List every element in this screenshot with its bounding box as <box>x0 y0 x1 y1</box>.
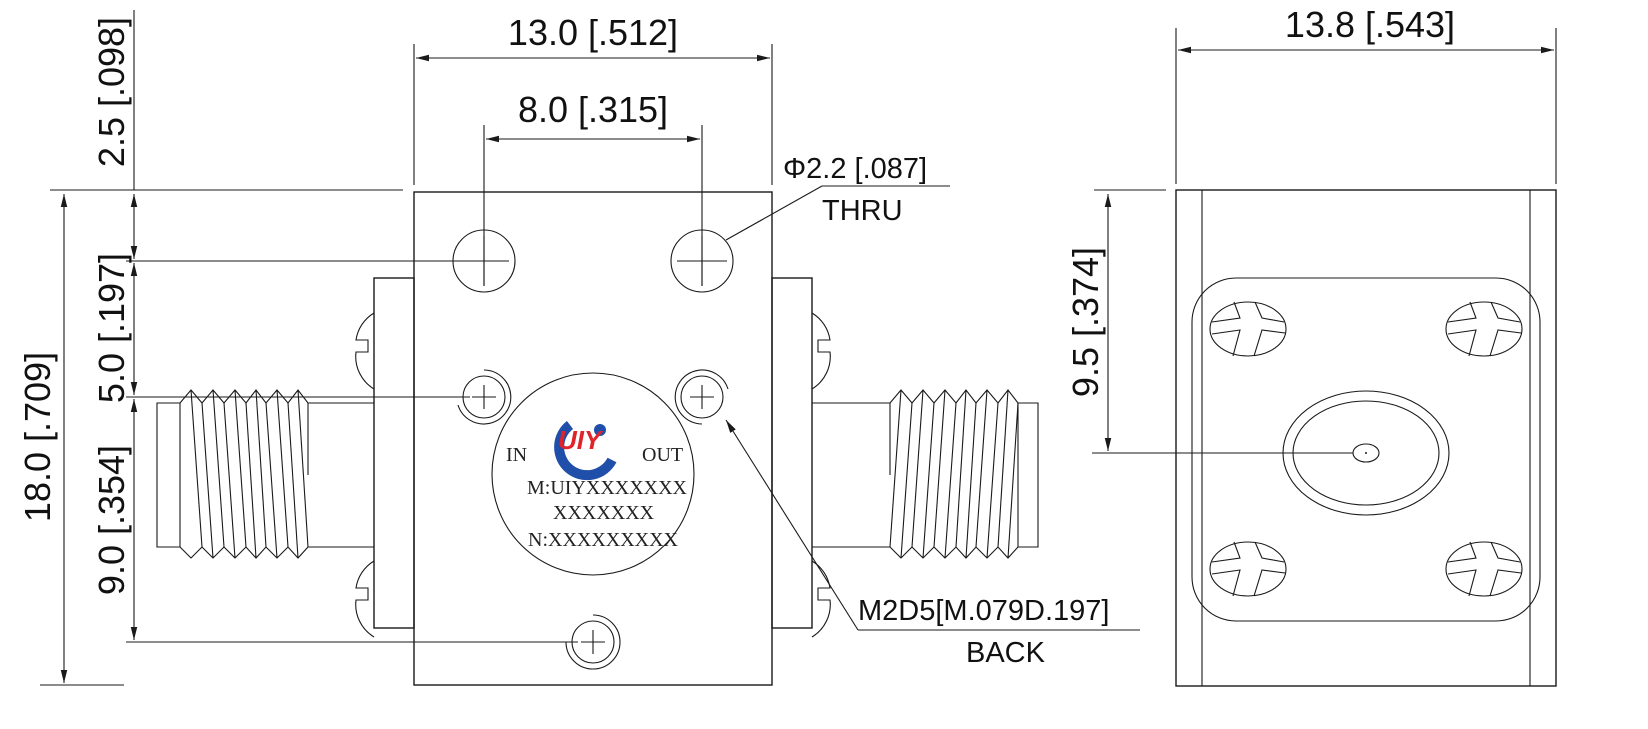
screw-head-left-bottom <box>355 560 375 638</box>
dim-top-offset: 2.5 [.098] <box>91 17 132 167</box>
connector-flange <box>1191 277 1541 622</box>
dim-hole-spacing-vertical: 9.0 [.354] <box>91 445 132 595</box>
dim-connector-height: 9.5 [.374] <box>1065 247 1106 397</box>
label-disc <box>491 372 695 576</box>
port-out-label: OUT <box>642 444 683 466</box>
screw-head-right-bottom <box>811 560 831 638</box>
side-view: 13.8 [.543] 9.5 [.374] <box>1065 4 1557 687</box>
left-flange <box>373 277 415 629</box>
right-sma-connector <box>812 389 1039 559</box>
dim-hole-to-top: 5.0 [.197] <box>91 253 132 403</box>
side-body <box>1175 189 1557 687</box>
uiy-logo: UIY <box>554 421 617 481</box>
left-sma-connector <box>156 389 374 559</box>
screw-head-left-top <box>355 312 375 390</box>
port-in-label: IN <box>506 444 527 466</box>
tapped-hole-bottom <box>565 614 621 670</box>
logo-text: UIY <box>558 425 604 455</box>
callout-thread-spec: M2D5[M.079D.197] <box>858 595 1109 627</box>
front-view: UIY IN OUT M:UIYXXXXXXX XXXXXXX N:XXXXXX… <box>17 10 1140 686</box>
flange-screw-tr <box>1445 301 1523 357</box>
callout-thru-diameter: Φ2.2 [.087] <box>783 153 927 185</box>
flange-screw-tl <box>1209 301 1287 357</box>
model-label-line2: XXXXXXX <box>553 502 655 524</box>
dim-side-width: 13.8 [.543] <box>1285 4 1455 45</box>
serial-label: N:XXXXXXXXX <box>528 529 679 551</box>
screw-head-right-top <box>811 312 831 390</box>
flange-screw-br <box>1445 541 1523 597</box>
dim-top-width: 13.0 [.512] <box>508 12 678 53</box>
callout-thread-note: BACK <box>966 637 1046 669</box>
model-label: M:UIYXXXXXXX <box>527 477 688 499</box>
dim-hole-spacing: 8.0 [.315] <box>518 89 668 130</box>
dim-total-height: 18.0 [.709] <box>17 352 58 522</box>
callout-thru-note: THRU <box>822 195 903 227</box>
flange-screw-bl <box>1209 541 1287 597</box>
tapped-hole-right <box>674 369 729 425</box>
right-flange <box>771 277 813 629</box>
